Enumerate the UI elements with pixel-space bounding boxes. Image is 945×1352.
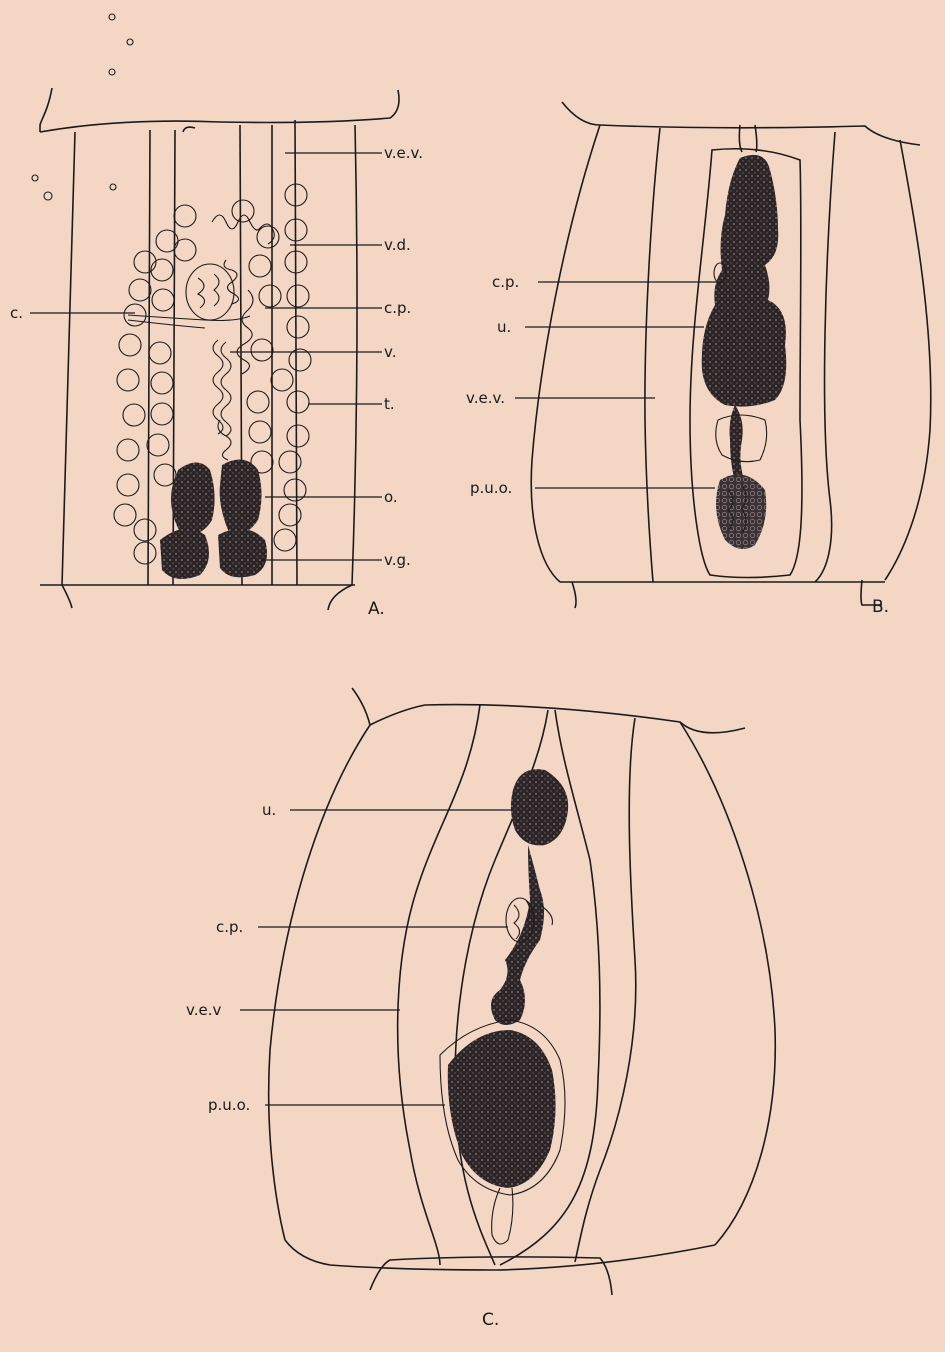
figure-a: v.e.v. v.d. c. c.p. v. t. o. v.g. A. — [10, 14, 423, 619]
label-a-cp: c.p. — [384, 299, 411, 317]
label-c-u: u. — [262, 801, 276, 819]
proglottid-outline-a — [40, 88, 399, 610]
figure-b: c.p. u. v.e.v. p.u.o. B. — [466, 102, 931, 617]
label-b-puo: p.u.o. — [470, 479, 512, 497]
leaders-b — [515, 282, 716, 488]
label-b-u: u. — [497, 318, 511, 336]
label-a-vev: v.e.v. — [384, 144, 423, 162]
label-a-vg: v.g. — [384, 551, 411, 569]
label-a-vd: v.d. — [384, 236, 411, 254]
label-a-v: v. — [384, 343, 396, 361]
label-c-cp: c.p. — [216, 918, 243, 936]
label-c-puo: p.u.o. — [208, 1096, 250, 1114]
ovaries-a — [160, 460, 267, 579]
label-b-vev: v.e.v. — [466, 389, 505, 407]
label-a-c: c. — [10, 304, 23, 322]
label-a-t: t. — [384, 395, 395, 413]
label-a-o: o. — [384, 488, 398, 506]
figure-c: u. c.p. v.e.v p.u.o. C. — [186, 688, 775, 1330]
caption-a: A. — [368, 599, 385, 619]
label-c-vev: v.e.v — [186, 1001, 221, 1019]
label-b-cp: c.p. — [492, 273, 519, 291]
caption-c: C. — [482, 1310, 499, 1330]
caption-b: B. — [872, 597, 889, 617]
uterus-b — [702, 155, 786, 549]
